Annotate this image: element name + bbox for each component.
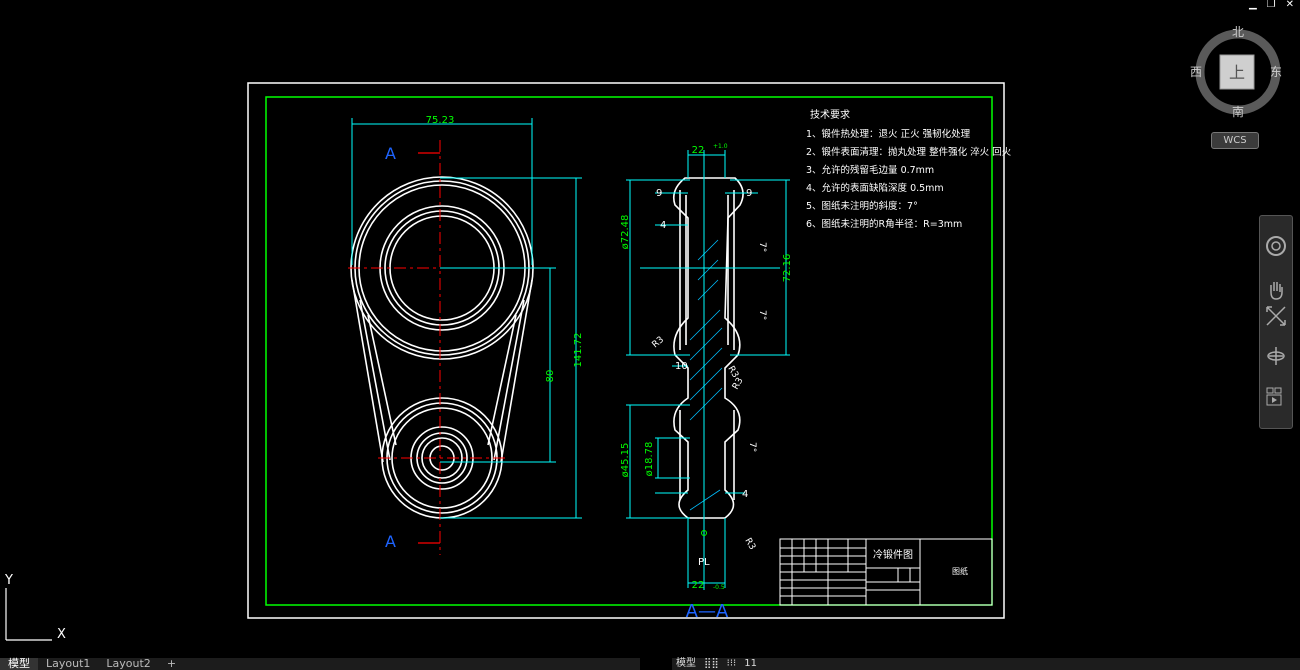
tab-layout2[interactable]: Layout2 xyxy=(106,657,151,670)
dim-dia-hole: ø18.78 xyxy=(644,442,655,477)
tech-item-1: 1、锻件热处理：退火 正火 强韧化处理 xyxy=(806,128,971,140)
section-marker-top: A xyxy=(385,144,396,163)
pan-hand-icon[interactable] xyxy=(1264,278,1288,302)
ucs-y-label: Y xyxy=(4,573,13,588)
title-block-name: 冷锻件图 xyxy=(873,548,913,561)
orbit-icon[interactable] xyxy=(1264,344,1288,368)
compass-north[interactable]: 北 xyxy=(1232,25,1244,39)
front-view xyxy=(350,176,534,519)
dim-nine-left: 9 xyxy=(656,188,662,199)
dim-section-bottom: 22 xyxy=(692,580,705,591)
dim-r3-bottom: R3 xyxy=(742,537,757,552)
section-markers xyxy=(418,152,440,544)
dim-overall-height: 141.72 xyxy=(573,333,584,368)
section-dimensions xyxy=(626,150,790,588)
parting-line-marker xyxy=(701,530,707,536)
dim-four-bottom: 4 xyxy=(742,489,748,500)
navigation-bar xyxy=(1259,215,1293,429)
title-block-note: 图纸 xyxy=(952,566,968,576)
dim-ten: 10 xyxy=(675,361,688,372)
front-dimensions xyxy=(351,118,582,519)
zoom-extents-icon[interactable] xyxy=(1264,304,1288,328)
annotation-scale[interactable]: 11 xyxy=(744,658,757,669)
viewcube-face-label: 上 xyxy=(1229,63,1245,82)
viewcube-compass-ring[interactable] xyxy=(1195,29,1281,115)
dim-dia-small: ø45.15 xyxy=(620,443,631,478)
dim-dia-big: ø72.48 xyxy=(620,215,631,250)
wcs-menu[interactable]: WCS xyxy=(1211,132,1259,149)
model-space-toggle[interactable]: 模型 xyxy=(676,658,696,669)
restore-button[interactable]: ❐ xyxy=(1266,0,1276,10)
tech-item-3: 3、允许的残留毛边量 0.7mm xyxy=(806,164,934,176)
tech-item-2: 2、锻件表面清理：抛丸处理 整件强化 淬火 回火 xyxy=(806,146,1012,158)
ucs-x-label: X xyxy=(57,627,66,642)
tech-title: 技术要求 xyxy=(810,108,850,121)
section-centerlines xyxy=(640,150,780,590)
snap-toggle[interactable]: ⁝⁝⁝ xyxy=(726,658,737,669)
compass-east[interactable]: 东 xyxy=(1270,65,1282,79)
dim-top-width: 75.23 xyxy=(426,115,455,126)
dim-pl: PL xyxy=(698,557,710,568)
dim-section-top: 22 xyxy=(692,145,705,156)
paper-frame xyxy=(247,82,1005,619)
compass-south[interactable]: 南 xyxy=(1232,104,1244,119)
dim-section-top-tol: +1.0 xyxy=(713,143,728,150)
grid-toggle[interactable]: ⣿⣿ xyxy=(704,658,719,669)
close-button[interactable]: ✕ xyxy=(1285,0,1294,10)
title-block xyxy=(779,538,993,606)
drawing-border xyxy=(265,96,993,606)
viewcube-face[interactable] xyxy=(1219,54,1255,90)
dim-height-big: 72.16 xyxy=(782,254,793,283)
steering-wheel-icon[interactable] xyxy=(1264,234,1288,258)
compass-west[interactable]: 西 xyxy=(1190,65,1202,79)
front-centerlines xyxy=(348,140,535,555)
viewcube[interactable]: 上 北 南 西 东 xyxy=(1190,22,1286,122)
dim-draft-1: 7° xyxy=(757,242,767,252)
dim-center-distance: 80 xyxy=(545,370,556,383)
dim-four-top: 4 xyxy=(660,220,666,231)
dim-r3-left: R3 xyxy=(651,335,667,350)
ucs-icon: Y X xyxy=(4,573,66,642)
section-title: A—A xyxy=(686,601,729,622)
tab-layout1[interactable]: Layout1 xyxy=(46,657,91,670)
status-bar: 模型 ⣿⣿ ⁝⁝⁝ 11 xyxy=(672,658,1300,670)
showmotion-icon[interactable] xyxy=(1264,384,1288,408)
window-controls: ▁ ❐ ✕ xyxy=(1249,0,1300,10)
tech-item-6: 6、图纸未注明的R角半径：R=3mm xyxy=(806,218,962,230)
dim-nine-right: 9 xyxy=(746,188,752,199)
section-hatch xyxy=(689,239,723,511)
dim-draft-3: 7° xyxy=(747,442,757,452)
tech-requirements: 1、锻件热处理：退火 正火 强韧化处理 2、锻件表面清理：抛丸处理 整件强化 淬… xyxy=(806,128,1012,230)
new-layout-button[interactable]: + xyxy=(166,657,177,670)
tab-model[interactable]: 模型 xyxy=(0,658,38,670)
tech-item-5: 5、图纸未注明的斜度：7° xyxy=(806,200,918,212)
dim-draft-2: 7° xyxy=(757,310,767,320)
minimize-button[interactable]: ▁ xyxy=(1248,0,1257,10)
tech-item-4: 4、允许的表面缺陷深度 0.5mm xyxy=(806,182,944,194)
section-view xyxy=(672,177,744,519)
section-marker-bottom: A xyxy=(385,532,396,551)
dim-section-bottom-tol: -0.5 xyxy=(713,584,725,591)
layout-tabs: 模型 Layout1 Layout2 + xyxy=(0,658,640,670)
